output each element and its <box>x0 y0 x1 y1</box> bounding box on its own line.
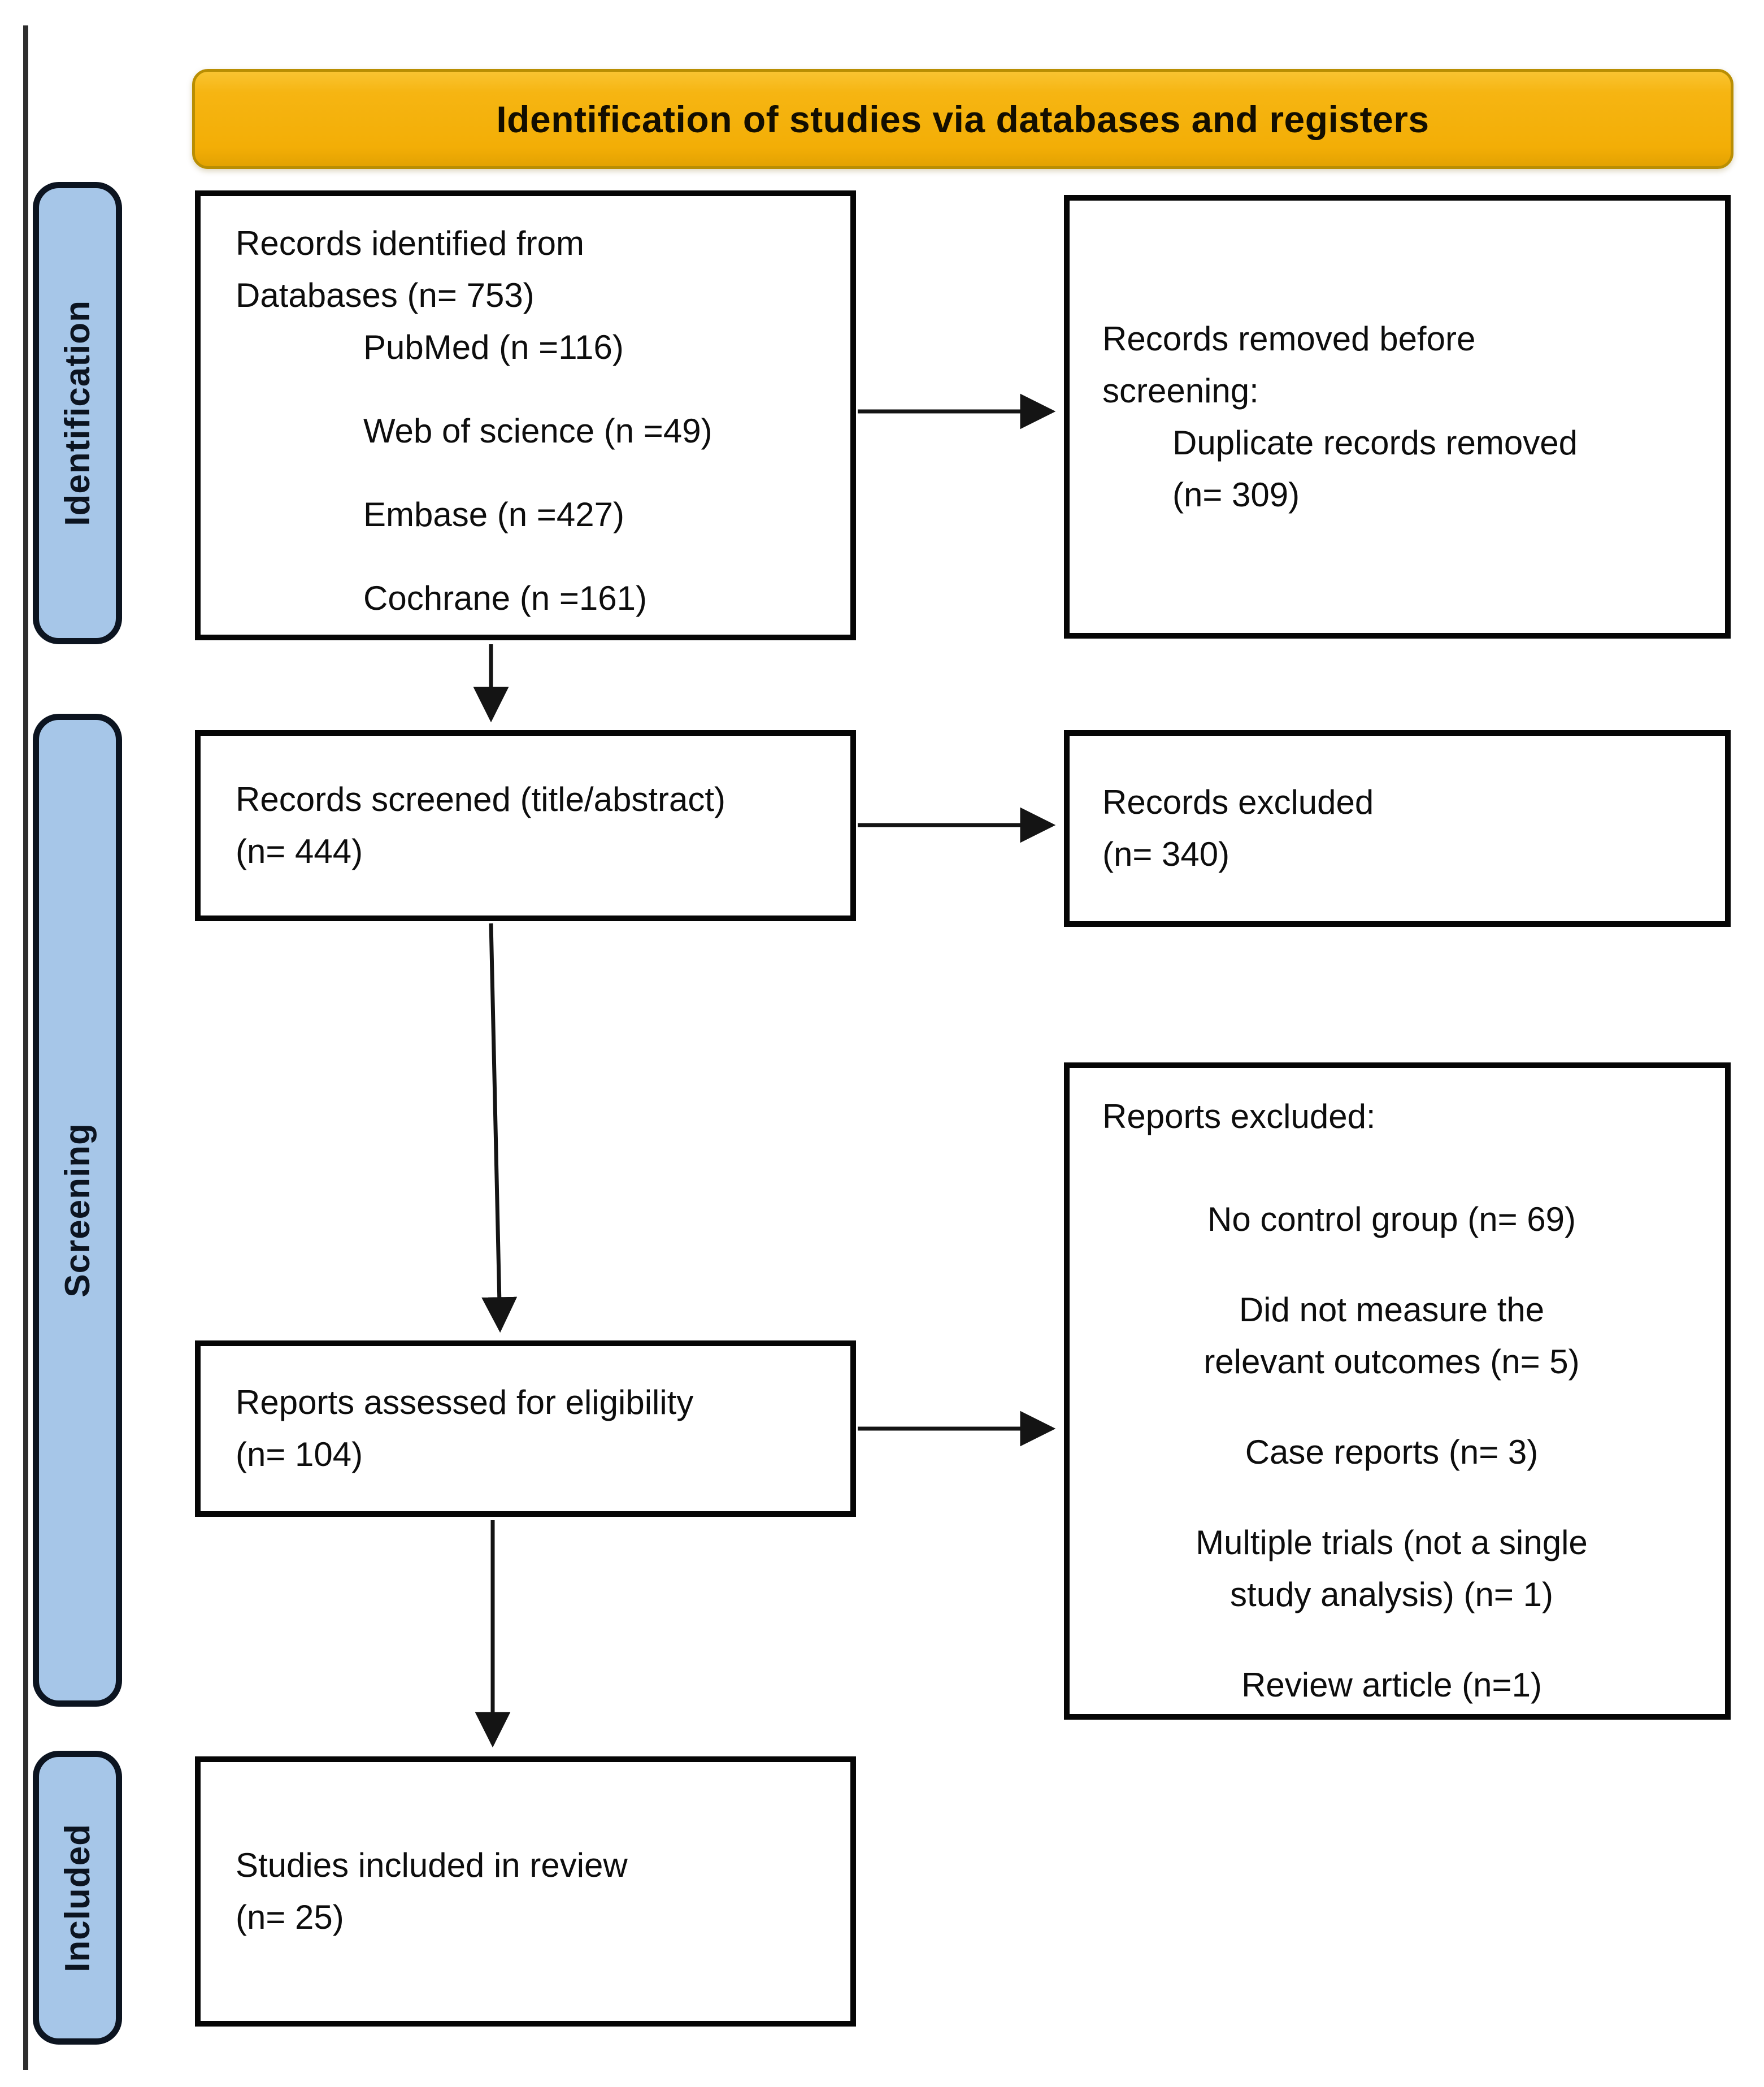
exclusion-reason-case-reports: Case reports (n= 3) <box>1245 1433 1539 1471</box>
records-identified-source-pubmed: PubMed (n =116) <box>363 328 624 366</box>
box-reports-excluded: Reports excluded: No control group (n= 6… <box>1064 1062 1731 1720</box>
page-edge-line <box>23 25 28 2070</box>
records-identified-source-web-of-science: Web of science (n =49) <box>363 412 712 450</box>
diagram-title: Identification of studies via databases … <box>496 98 1430 140</box>
stage-label-screening: Screening <box>33 714 122 1707</box>
records-identified-intro: Records identified from Databases (n= 75… <box>236 224 584 314</box>
stage-label-identification-text: Identification <box>58 300 97 526</box>
box-reports-assessed: Reports assessed for eligibility (n= 104… <box>195 1340 856 1517</box>
records-excluded-text: Records excluded (n= 340) <box>1102 783 1374 873</box>
title-banner: Identification of studies via databases … <box>192 69 1733 169</box>
records-identified-source-cochrane: Cochrane (n =161) <box>363 579 647 617</box>
exclusion-reason-no-control-group: No control group (n= 69) <box>1207 1200 1576 1238</box>
box-records-removed: Records removed before screening: Duplic… <box>1064 195 1731 639</box>
records-removed-duplicates: Duplicate records removed (n= 309) <box>1172 423 1578 514</box>
exclusion-reason-multiple-trials: Multiple trials (not a single study anal… <box>1196 1524 1588 1613</box>
stage-label-screening-text: Screening <box>58 1123 97 1298</box>
records-removed-intro: Records removed before screening: <box>1102 319 1476 410</box>
stage-label-included: Included <box>33 1751 122 2045</box>
exclusion-reason-no-relevant-outcomes: Did not measure the relevant outcomes (n… <box>1203 1291 1580 1381</box>
stage-label-identification: Identification <box>33 182 122 644</box>
box-records-identified: Records identified from Databases (n= 75… <box>195 190 856 640</box>
exclusion-reason-review-article: Review article (n=1) <box>1241 1666 1542 1704</box>
reports-excluded-intro: Reports excluded: <box>1102 1097 1376 1135</box>
records-identified-source-embase: Embase (n =427) <box>363 496 624 533</box>
box-records-excluded: Records excluded (n= 340) <box>1064 730 1731 927</box>
records-screened-text: Records screened (title/abstract) (n= 44… <box>236 780 726 870</box>
reports-assessed-text: Reports assessed for eligibility (n= 104… <box>236 1383 694 1473</box>
stage-label-included-text: Included <box>58 1823 97 1972</box>
box-records-screened: Records screened (title/abstract) (n= 44… <box>195 730 856 921</box>
box-studies-included: Studies included in review (n= 25) <box>195 1756 856 2027</box>
arrow-screened-to-assessed <box>481 923 518 1333</box>
studies-included-text: Studies included in review (n= 25) <box>236 1846 628 1936</box>
